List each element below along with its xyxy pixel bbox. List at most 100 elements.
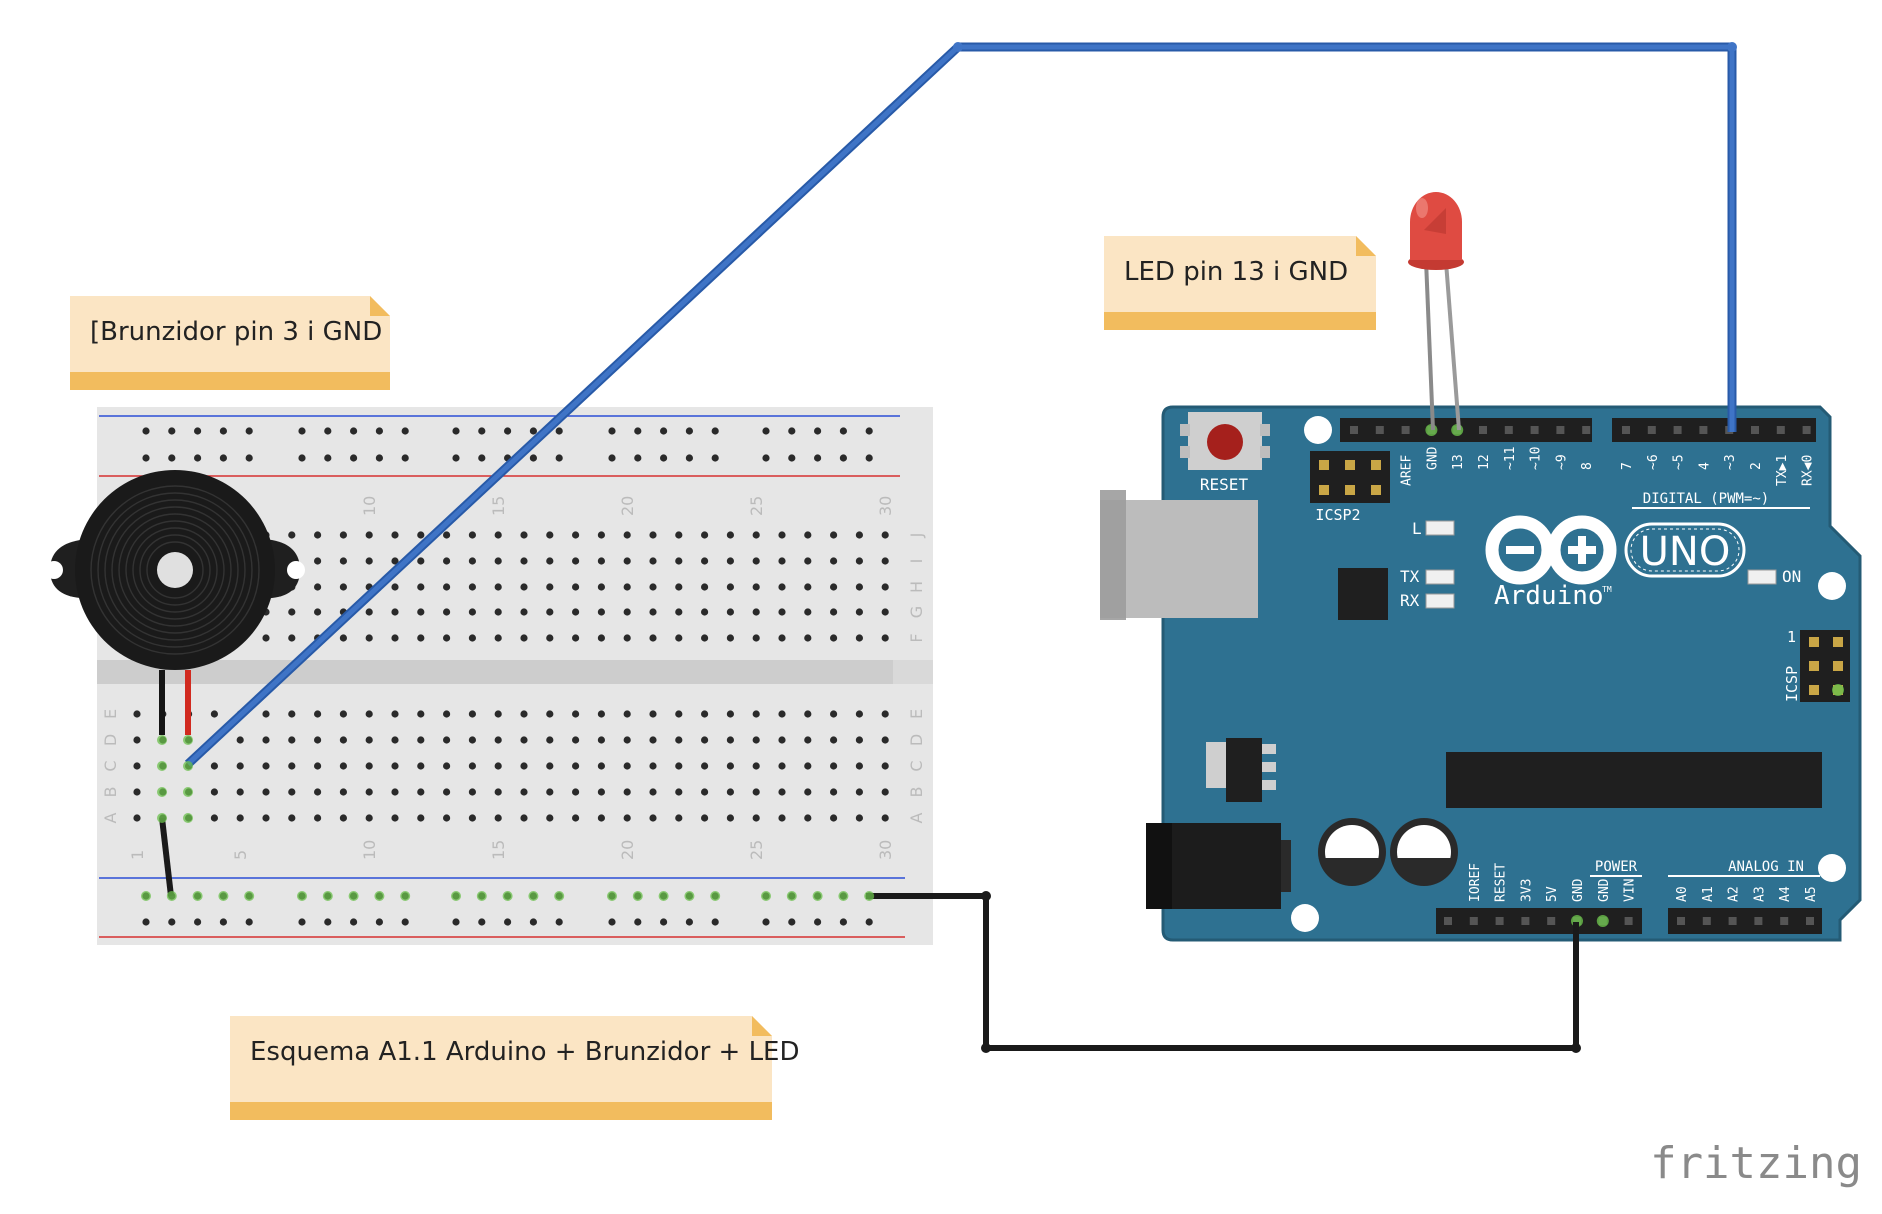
- rail-hole: [529, 427, 538, 435]
- led-on-label: ON: [1782, 567, 1801, 586]
- icsp2-pin: [1371, 485, 1381, 495]
- breadboard-hole: [391, 634, 399, 642]
- row-letter: J: [907, 533, 926, 539]
- rail-hole: [529, 454, 538, 462]
- wires: [159, 42, 1737, 1053]
- breadboard-hole: [778, 557, 786, 565]
- breadboard-hole: [804, 583, 812, 591]
- breadboard-hole: [133, 736, 141, 744]
- rail-hole: [814, 427, 822, 435]
- rail-hole: [194, 918, 202, 926]
- rail-hole: [788, 918, 796, 926]
- capacitor-1: [1318, 818, 1386, 886]
- reset-label: RESET: [1200, 475, 1249, 494]
- led-on: [1747, 569, 1777, 585]
- power-pin-label: IOREF: [1468, 863, 1483, 902]
- header-pin: [1776, 426, 1785, 434]
- row-letter: E: [907, 709, 926, 719]
- breadboard-hole: [288, 814, 296, 822]
- column-number: 10: [360, 496, 379, 516]
- model-label: UNO: [1640, 529, 1731, 575]
- rail-hole: [865, 454, 873, 462]
- breadboard-hole: [572, 531, 580, 539]
- column-number: 10: [360, 840, 379, 860]
- column-number: 30: [876, 840, 895, 860]
- header-pin: [1495, 917, 1504, 925]
- header-pin: [1780, 917, 1789, 925]
- brand-label: Arduino: [1494, 581, 1604, 611]
- breadboard-hole: [520, 583, 528, 591]
- breadboard-hole: [443, 762, 451, 770]
- header-pin: [1401, 426, 1410, 434]
- rail-hole: [529, 918, 538, 926]
- led-rx-label: RX: [1400, 591, 1420, 610]
- breadboard-hole: [597, 583, 606, 591]
- breadboard-hole: [830, 634, 838, 642]
- breadboard-hole: [417, 736, 425, 744]
- reset-button-cap: [1207, 424, 1243, 460]
- breadboard-hole: [881, 736, 889, 744]
- breadboard-hole: [855, 788, 864, 796]
- row-letter: C: [907, 760, 926, 771]
- digital-pin-label: ~3: [1723, 454, 1738, 470]
- power-pin-label: 5V: [1545, 886, 1560, 902]
- rail-hole: [219, 427, 227, 435]
- breadboard-hole: [881, 557, 889, 565]
- breadboard-hole: [546, 814, 554, 822]
- breadboard-hole: [339, 710, 347, 718]
- rail-hole: [555, 427, 563, 435]
- breadboard-hole: [468, 788, 476, 796]
- wire-black-buzzer-gnd: [159, 817, 174, 897]
- rail-hole: [401, 918, 409, 926]
- header-pin: [1350, 426, 1358, 434]
- breadboard-bottom-rail: [97, 869, 933, 945]
- breadboard-hole: [830, 583, 838, 591]
- breadboard-hole: [701, 736, 709, 744]
- digital-pin-label: GND: [1425, 446, 1440, 470]
- breadboard-hole: [417, 710, 425, 718]
- rail-hole: [245, 454, 253, 462]
- power-label: POWER: [1595, 859, 1638, 875]
- rail-hole: [711, 454, 719, 462]
- breadboard-hole: [339, 634, 347, 642]
- breadboard-hole: [520, 710, 528, 718]
- breadboard-hole: [262, 634, 270, 642]
- breadboard-hole: [391, 557, 399, 565]
- connected-rail-hole: [528, 891, 539, 901]
- breadboard-hole: [443, 583, 451, 591]
- breadboard-hole: [649, 608, 657, 616]
- uno-badge: [1624, 522, 1746, 578]
- breadboard-hole: [675, 814, 683, 822]
- breadboard-hole: [855, 608, 864, 616]
- breadboard-hole: [649, 736, 657, 744]
- rail-hole: [711, 427, 719, 435]
- breadboard-hole: [288, 710, 296, 718]
- breadboard-hole: [391, 608, 399, 616]
- breadboard-hole: [468, 814, 476, 822]
- breadboard-hole: [855, 814, 864, 822]
- breadboard-hole: [494, 531, 502, 539]
- icsp2-pin: [1345, 485, 1355, 495]
- breadboard-hole: [804, 557, 812, 565]
- icsp-pin: [1833, 637, 1843, 647]
- breadboard-hole: [365, 788, 373, 796]
- connected-rail-hole: [141, 891, 151, 901]
- rail-hole: [762, 427, 770, 435]
- breadboard-hole: [443, 814, 451, 822]
- rail-hole: [762, 454, 770, 462]
- rail-hole: [324, 454, 332, 462]
- connected-rail-hole: [710, 891, 721, 901]
- note-caption-text: Esquema A1.1 Arduino + Brunzidor + LED: [250, 1037, 800, 1067]
- icsp-pin-highlight: [1832, 684, 1844, 696]
- breadboard-hole: [597, 814, 606, 822]
- rail-hole: [168, 454, 176, 462]
- connected-rail-hole: [348, 891, 359, 901]
- led-tx: [1425, 569, 1455, 585]
- center-channel: [97, 660, 893, 684]
- breadboard-hole: [572, 634, 580, 642]
- breadboard-top-rail: [97, 407, 933, 485]
- row-letter: D: [907, 734, 926, 746]
- breadboard-hole: [649, 531, 657, 539]
- column-number: 25: [747, 496, 766, 516]
